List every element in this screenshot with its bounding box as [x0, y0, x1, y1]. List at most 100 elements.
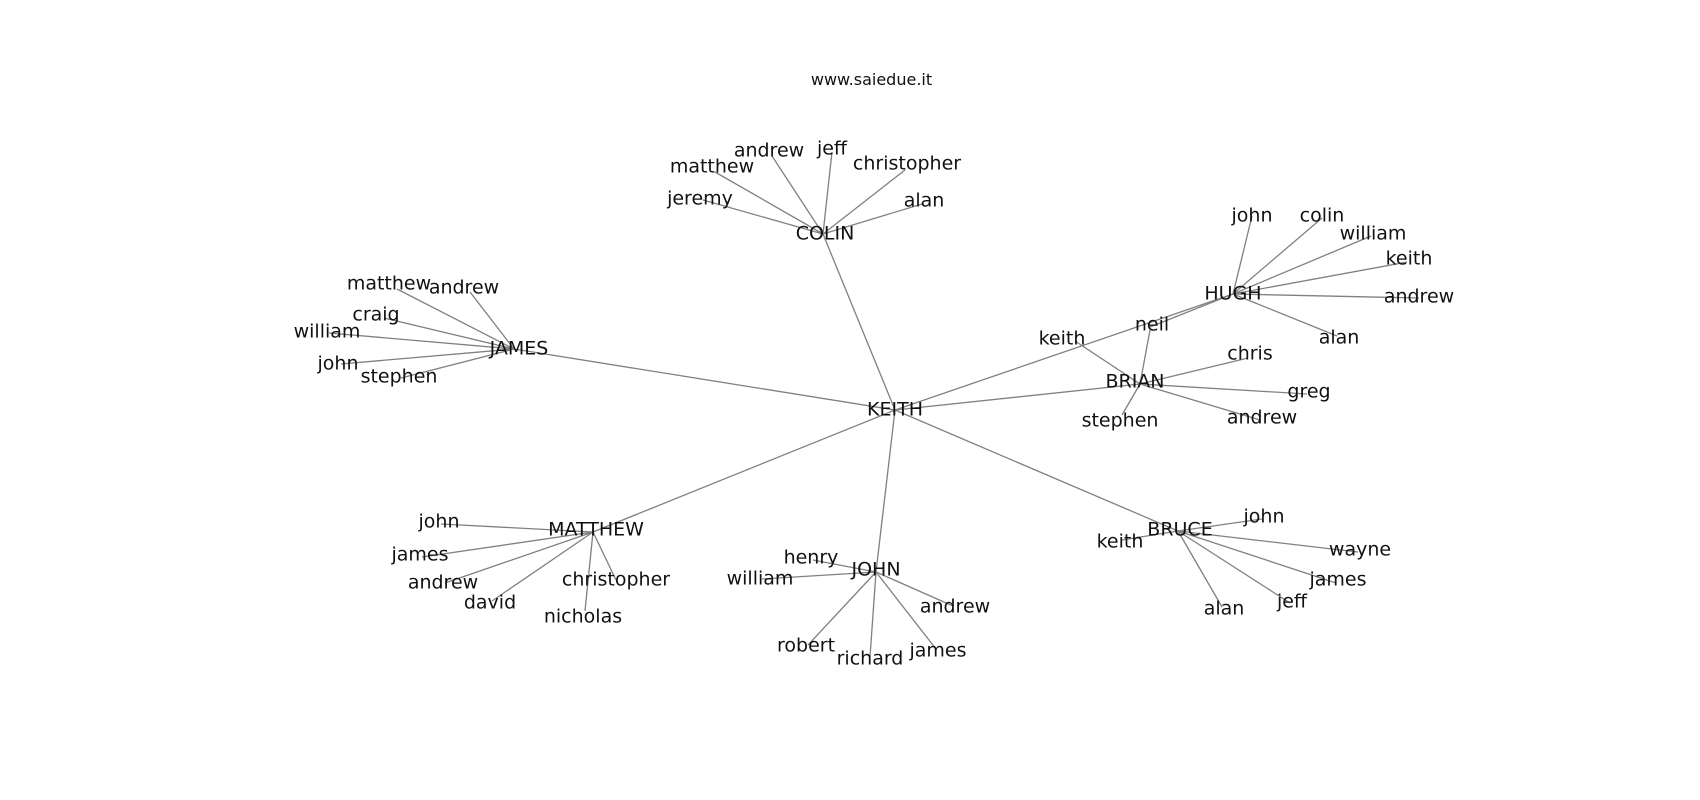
- node-leaf-james-craig: craig: [352, 304, 399, 326]
- edge-bruce-john: [1177, 518, 1263, 532]
- node-hub-colin: COLIN: [796, 223, 855, 245]
- edge-brian-andrew: [1139, 383, 1261, 421]
- edge-colin-matthew: [714, 171, 824, 235]
- node-leaf-bruce-keith: keith: [1097, 531, 1144, 553]
- edge-james-william: [328, 332, 515, 350]
- node-leaf-colin-matthew: matthew: [670, 156, 754, 178]
- node-leaf-bruce-wayne: wayne: [1329, 539, 1391, 561]
- edge-james-matthew: [396, 288, 515, 350]
- edge-root-matthew: [592, 409, 896, 533]
- edge-james-andrew: [469, 291, 515, 350]
- edge-matthew-christopher: [592, 531, 617, 581]
- edge-hugh-keith: [1232, 261, 1408, 295]
- node-leaf-matthew-christopher: christopher: [562, 569, 670, 591]
- edge-hugh-alan: [1232, 293, 1338, 337]
- node-leaf-james-william: william: [294, 321, 361, 343]
- node-leaf-john-james: james: [908, 640, 966, 662]
- edge-root-bruce: [894, 409, 1179, 532]
- node-leaf-hugh-andrew: andrew: [1384, 286, 1454, 308]
- node-leaf-hugh-alan: alan: [1319, 327, 1360, 349]
- edge-brian-stephen: [1121, 383, 1141, 416]
- node-leaf-john-richard: richard: [837, 648, 904, 670]
- node-leaf-james-john: john: [317, 353, 359, 375]
- node-leaf-matthew-andrew: andrew: [408, 572, 478, 594]
- node-leaf-brian-greg: greg: [1287, 381, 1330, 403]
- node-leaf-matthew-james: james: [390, 544, 448, 566]
- edge-matthew-john: [440, 523, 594, 533]
- edge-colin-jeremy: [702, 199, 824, 235]
- edge-colin-andrew: [771, 155, 824, 235]
- node-leaf-bruce-alan: alan: [1204, 598, 1245, 620]
- edge-brian-greg: [1139, 383, 1308, 395]
- node-leaf-colin-jeff: jeff: [816, 138, 848, 160]
- node-leaf-hugh-william: william: [1340, 223, 1407, 245]
- node-leaf-john-andrew: andrew: [920, 596, 990, 618]
- node-hub-bruce: BRUCE: [1147, 519, 1212, 541]
- edge-hugh-neil: [1149, 293, 1234, 328]
- node-leaf-john-robert: robert: [777, 635, 835, 657]
- edge-brian-keith: [1074, 340, 1141, 385]
- node-leaf-bruce-james: james: [1308, 569, 1366, 591]
- edge-john-richard: [869, 571, 877, 658]
- edge-james-stephen: [400, 348, 515, 379]
- node-leaf-colin-andrew: andrew: [734, 140, 804, 162]
- edge-james-john: [340, 348, 515, 365]
- edge-hugh-colin: [1232, 217, 1323, 295]
- node-leaf-james-andrew: andrew: [429, 277, 499, 299]
- edge-brian-neil: [1139, 329, 1151, 385]
- site-url: www.saiedue.it: [810, 70, 933, 89]
- node-leaf-matthew-john: john: [418, 511, 460, 533]
- node-leaf-bruce-jeff: jeff: [1276, 591, 1308, 613]
- node-leaf-matthew-david: david: [464, 592, 516, 614]
- edge-matthew-david: [491, 531, 594, 602]
- edge-brian-chris: [1139, 357, 1249, 385]
- node-leaf-james-stephen: stephen: [361, 366, 438, 388]
- edge-bruce-alan: [1177, 530, 1223, 608]
- edge-colin-christopher: [822, 169, 906, 235]
- node-leaf-hugh-neil: neil: [1135, 314, 1169, 336]
- edge-root-brian: [894, 383, 1141, 411]
- node-root: KEITH: [867, 399, 923, 421]
- edge-bruce-james: [1177, 530, 1337, 584]
- node-leaf-john-henry: henry: [784, 547, 839, 569]
- node-leaf-brian-andrew: andrew: [1227, 407, 1297, 429]
- edge-hugh-john: [1232, 215, 1253, 295]
- edge-bruce-wayne: [1177, 530, 1359, 553]
- node-hub-hugh: HUGH: [1204, 283, 1261, 305]
- node-hub-john: JOHN: [850, 559, 900, 581]
- node-leaf-hugh-john: john: [1231, 205, 1273, 227]
- node-leaf-colin-alan: alan: [904, 190, 945, 212]
- node-leaf-brian-chris: chris: [1227, 343, 1272, 365]
- edge-james-craig: [383, 317, 515, 350]
- edge-matthew-james: [421, 531, 594, 558]
- edge-john-andrew: [875, 571, 954, 607]
- edge-matthew-nicholas: [584, 531, 594, 612]
- edge-colin-jeff: [822, 151, 833, 235]
- edge-john-henry: [812, 559, 877, 573]
- edge-hugh-william: [1232, 235, 1372, 295]
- node-leaf-colin-jeremy: jeremy: [666, 188, 733, 210]
- edge-root-hugh: [894, 293, 1234, 411]
- edge-john-robert: [807, 571, 877, 646]
- edge-colin-alan: [822, 203, 923, 235]
- edge-root-john: [875, 409, 896, 573]
- node-leaf-john-william: william: [727, 568, 794, 590]
- edge-bruce-keith: [1121, 530, 1179, 541]
- node-leaf-matthew-nicholas: nicholas: [544, 606, 622, 628]
- node-leaf-bruce-john: john: [1243, 506, 1285, 528]
- node-leaf-hugh-colin: colin: [1300, 205, 1345, 227]
- edge-john-william: [761, 571, 877, 580]
- node-hub-matthew: MATTHEW: [548, 519, 644, 541]
- edge-root-colin: [822, 233, 896, 411]
- node-leaf-james-matthew: matthew: [347, 273, 431, 295]
- node-leaf-colin-christopher: christopher: [853, 153, 961, 175]
- node-hub-james: JAMES: [489, 338, 549, 360]
- edge-hugh-andrew: [1232, 293, 1420, 299]
- edge-root-james: [513, 348, 896, 411]
- edge-bruce-jeff: [1177, 530, 1291, 604]
- edge-matthew-andrew: [444, 531, 594, 584]
- edge-john-james: [875, 571, 937, 650]
- node-leaf-hugh-keith: keith: [1386, 248, 1433, 270]
- node-leaf-brian-stephen: stephen: [1082, 410, 1159, 432]
